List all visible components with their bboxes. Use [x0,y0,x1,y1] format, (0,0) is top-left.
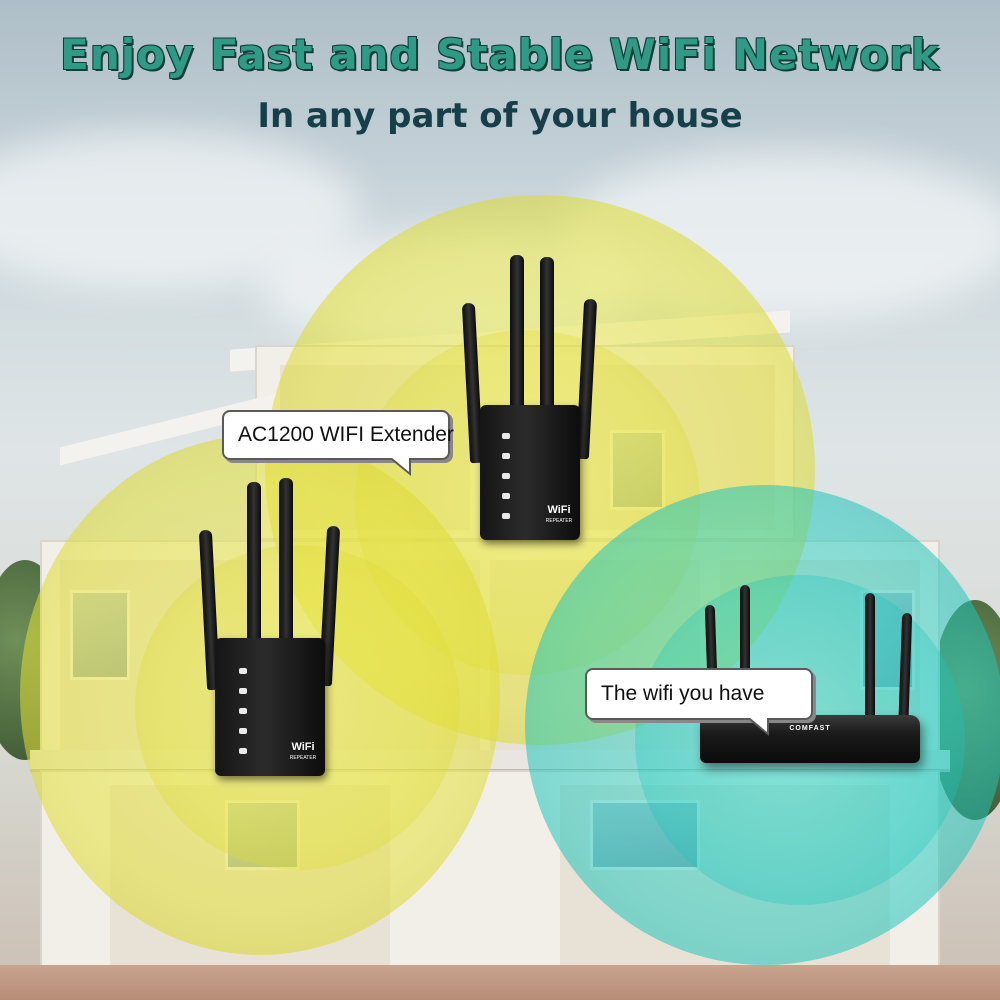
status-led [502,433,510,439]
router-body: COMFAST [700,715,920,763]
status-led [239,708,247,714]
extender-callout-text: AC1200 WIFI Extender [238,423,454,446]
status-led [502,513,510,519]
extender-sublabel: REPEATER [289,755,317,761]
antenna [740,585,750,725]
extender-body: WiFi REPEATER [480,405,580,540]
status-led [502,453,510,459]
status-led [502,473,510,479]
headline: Enjoy Fast and Stable WiFi Network [60,30,940,79]
status-led [239,688,247,694]
ground [0,965,1000,1000]
router-brand: COMFAST [789,725,831,732]
extender-brand: WiFi [547,504,571,516]
subheadline: In any part of your house [257,96,743,136]
antenna [865,593,875,733]
antenna [279,478,293,643]
wifi-extender-upper: WiFi REPEATER [460,255,600,545]
extender-body: WiFi REPEATER [215,638,325,776]
wifi-extender-lower: WiFi REPEATER [195,478,345,778]
wifi-router: COMFAST [695,585,925,785]
antenna [510,255,524,415]
antenna [247,482,261,647]
callout-tail [749,717,767,732]
status-led [502,493,510,499]
router-callout-text: The wifi you have [601,682,765,705]
callout-tail [391,457,409,472]
antenna [540,257,554,417]
status-led [239,668,247,674]
extender-callout: AC1200 WIFI Extender [222,410,454,476]
extender-brand: WiFi [291,741,315,753]
status-led [239,748,247,754]
status-led [239,728,247,734]
extender-sublabel: REPEATER [545,518,573,524]
router-callout: The wifi you have [585,668,813,736]
